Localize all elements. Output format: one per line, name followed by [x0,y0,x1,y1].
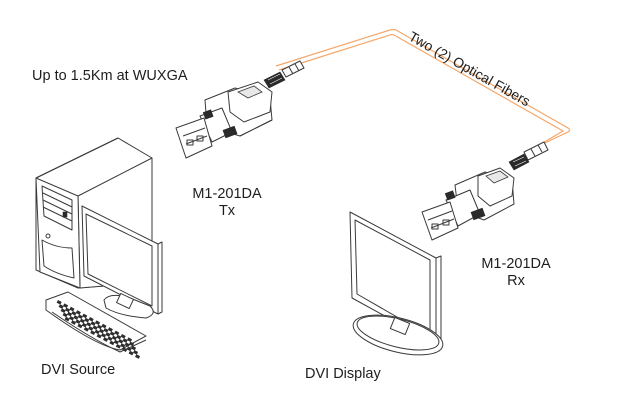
source-label: DVI Source [41,362,116,378]
keyboard-key [120,343,126,348]
keyboard-key [114,330,120,336]
keyboard-key [56,300,62,305]
keyboard-key [101,323,107,329]
keyboard-key [122,338,128,343]
keyboard-key [84,317,90,323]
keyboard-key [77,314,83,320]
keyboard-key [111,335,117,341]
source-monitor [81,205,163,319]
display-label: DVI Display [305,366,381,382]
keyboard-key [118,339,124,344]
keyboard-key [116,334,122,340]
keyboard-key [102,337,109,342]
keyboard-key [103,328,109,333]
tx-fiber-plug [263,60,305,89]
keyboard-key [96,333,102,339]
keyboard-keys [56,300,141,359]
keyboard-key [92,325,98,331]
keyboard-key [113,339,119,345]
display-monitor [349,211,444,356]
tx-role: Tx [218,203,236,219]
keyboard-key [70,320,77,325]
keyboard-key [88,326,94,331]
keyboard-key [82,313,88,319]
keyboard-key [64,316,70,322]
keyboard-key [86,322,92,327]
tx-label: M1-201DA Tx [182,186,272,220]
keyboard-key [88,317,94,322]
rx-model: M1-201DA [481,256,551,272]
keyboard-key [124,342,130,348]
keyboard-key [128,341,135,347]
keyboard-key [132,350,139,355]
keyboard-key [126,346,132,352]
keyboard-key [75,310,81,315]
fiber-strand-2 [278,33,565,155]
keyboard-key [109,340,115,346]
keyboard-key [107,327,113,332]
optical-fiber-pair [275,28,571,155]
keyboard-key [130,345,137,351]
rx-role: Rx [507,273,525,289]
fiber-strand-1 [275,28,571,152]
keyboard-key [94,320,101,326]
keyboard-key [109,331,115,337]
rx-label: M1-201DA Rx [471,256,561,290]
keyboard-key [81,322,87,328]
keyboard-key [100,333,107,338]
keyboard-key [96,324,103,330]
keyboard-key [58,304,64,309]
keyboard-key [71,311,77,316]
keyboard-key [62,303,69,309]
keyboard-key [69,306,75,312]
keyboard-key [134,354,141,359]
keyboard-key [73,315,79,320]
keyboard-key [128,350,134,356]
keyboard-key [68,316,75,321]
keyboard-key [90,321,96,326]
keyboard-key [62,312,68,318]
keyboard-key [64,307,71,313]
rx-fiber-plug [508,141,549,171]
tx-model: M1-201DA [192,186,262,202]
keyboard-key [66,311,73,317]
keyboard-key [126,337,133,343]
keyboard-key [79,318,85,324]
keyboard-key [77,323,83,329]
keyboard-key [98,328,105,334]
rx-module [421,167,515,241]
tx-module [175,81,273,159]
keyboard-key [105,332,111,337]
keyboard-key [60,308,66,314]
keyboard [45,291,147,359]
keyboard-key [120,334,126,339]
keyboard-key [75,319,81,325]
keyboard-key [115,344,121,349]
keyboard-key [107,336,113,342]
keyboard-key [90,330,96,336]
distance-note: Up to 1.5Km at WUXGA [32,68,188,84]
keyboard-key [94,329,100,335]
keyboard-key [83,327,89,332]
